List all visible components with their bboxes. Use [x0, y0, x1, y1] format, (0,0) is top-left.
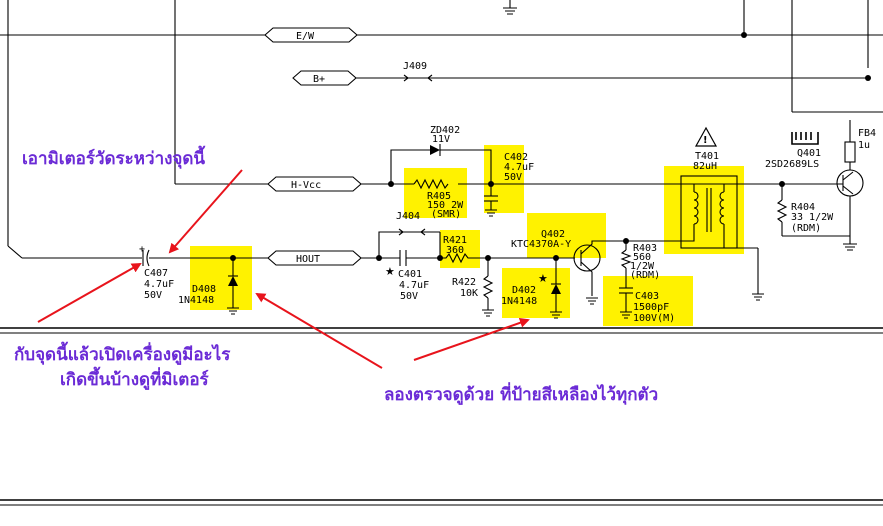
ew-label: E/W	[296, 31, 315, 42]
arrow-measure-point	[168, 169, 243, 254]
r404-value: 33 1/2W	[791, 212, 834, 223]
r421-ref: R421	[443, 235, 467, 246]
note-measure-between: เอามิเตอร์วัดระหว่างจุดนี้	[22, 145, 205, 169]
d408-part: 1N4148	[178, 295, 214, 306]
j404-label: J404	[396, 211, 420, 222]
q402-ref: Q402	[541, 229, 565, 240]
highlight-q402	[527, 213, 606, 258]
d408-diode: D408 1N4148	[178, 258, 239, 315]
svg-text:★: ★	[538, 272, 548, 285]
r403-note: (RDM)	[630, 270, 660, 281]
note-with-this-point: กับจุดนี้แล้วเปิดเครื่องดูมีอะไร	[14, 341, 231, 366]
svg-text:+: +	[139, 244, 145, 255]
hvcc-label: H-Vcc	[291, 180, 321, 191]
q402-part: KTC4370A-Y	[511, 239, 571, 250]
highlight-c403	[603, 276, 693, 326]
top-fragments	[7, 0, 883, 259]
q402-transistor: Q402 KTC4370A-Y	[511, 229, 629, 305]
r422-ref: R422	[452, 277, 476, 288]
r403-ref: R403	[633, 243, 657, 254]
r404-resistor: R404 33 1/2W (RDM)	[776, 184, 850, 237]
hout-label: HOUT	[296, 254, 320, 265]
r422-value: 10K	[460, 288, 478, 299]
q401-transistor: Q401 2SD2689LS FB4 1u	[765, 120, 876, 251]
zd402-zener: ZD402 11V	[390, 125, 492, 184]
r405-ref: R405	[427, 191, 451, 202]
r405-value: 150 2W	[427, 200, 464, 211]
t401-value: 82uH	[693, 161, 717, 172]
c403-value: 1500pF	[633, 302, 669, 313]
bplus-net: B+ J409	[292, 61, 871, 86]
r404-ref: R404	[791, 202, 815, 213]
d402-diode: ★ D402 1N4148	[501, 258, 562, 319]
c407-value: 4.7uF	[144, 279, 174, 290]
r404-note: (RDM)	[791, 223, 821, 234]
highlight-t401	[664, 166, 744, 254]
c403-rating: 100V(M)	[633, 313, 675, 324]
c403-ref: C403	[635, 291, 659, 302]
hout-net: + C407 4.7uF 50V HOUT	[22, 244, 400, 301]
highlight-r421	[440, 230, 480, 268]
c402-value: 4.7uF	[504, 162, 534, 173]
zd402-value: 11V	[432, 134, 450, 145]
q401-ref: Q401	[797, 148, 821, 159]
bplus-label: B+	[313, 74, 325, 85]
arrow-second-point	[37, 263, 142, 323]
c402-rating: 50V	[504, 172, 522, 183]
d408-ref: D408	[192, 284, 216, 295]
r403-rating: 1/2W	[630, 261, 655, 272]
d402-ref: D402	[512, 285, 536, 296]
j409-label: J409	[403, 61, 427, 72]
note-look-at-meter: เกิดขึ้นบ้างดูที่มิเตอร์	[60, 366, 210, 391]
arrow-to-d402	[413, 317, 530, 361]
c402-ref: C402	[504, 152, 528, 163]
q401-part: 2SD2689LS	[765, 159, 819, 170]
r403-c403: R403 560 1/2W (RDM) C403 1500pF 100V(M)	[619, 241, 764, 324]
svg-text:!: !	[703, 135, 708, 146]
r405-note: (SMR)	[431, 209, 461, 220]
t401-ref: T401	[695, 151, 719, 162]
c407-rating: 50V	[144, 290, 162, 301]
page-borders	[0, 327, 883, 506]
fb4-ref: FB4	[858, 128, 876, 139]
ew-net: E/W	[0, 27, 883, 43]
highlight-r405	[404, 168, 467, 218]
note-check-yellow: ลองตรวจดูด้วย ที่ป้ายสีเหลืองไว้ทุกตัว	[384, 382, 658, 406]
annotation-arrows	[37, 169, 530, 369]
fb4-value: 1u	[858, 140, 870, 151]
arrow-to-d408	[255, 292, 383, 369]
c401-value: 4.7uF	[399, 280, 429, 291]
highlight-d408	[190, 246, 252, 310]
t401-transformer: ! T401 82uH	[626, 126, 738, 249]
r421-value: 360	[446, 245, 464, 256]
svg-text:★: ★	[385, 265, 395, 278]
r422-resistor: R422 10K	[452, 258, 494, 317]
d402-part: 1N4148	[501, 296, 537, 307]
c407-ref: C407	[144, 268, 168, 279]
c402-capacitor: C402 4.7uF 50V	[484, 152, 534, 217]
c401-ref: C401	[398, 269, 422, 280]
c401-rating: 50V	[400, 291, 418, 302]
r403-value: 560	[633, 252, 651, 263]
zd402-ref: ZD402	[430, 125, 460, 136]
